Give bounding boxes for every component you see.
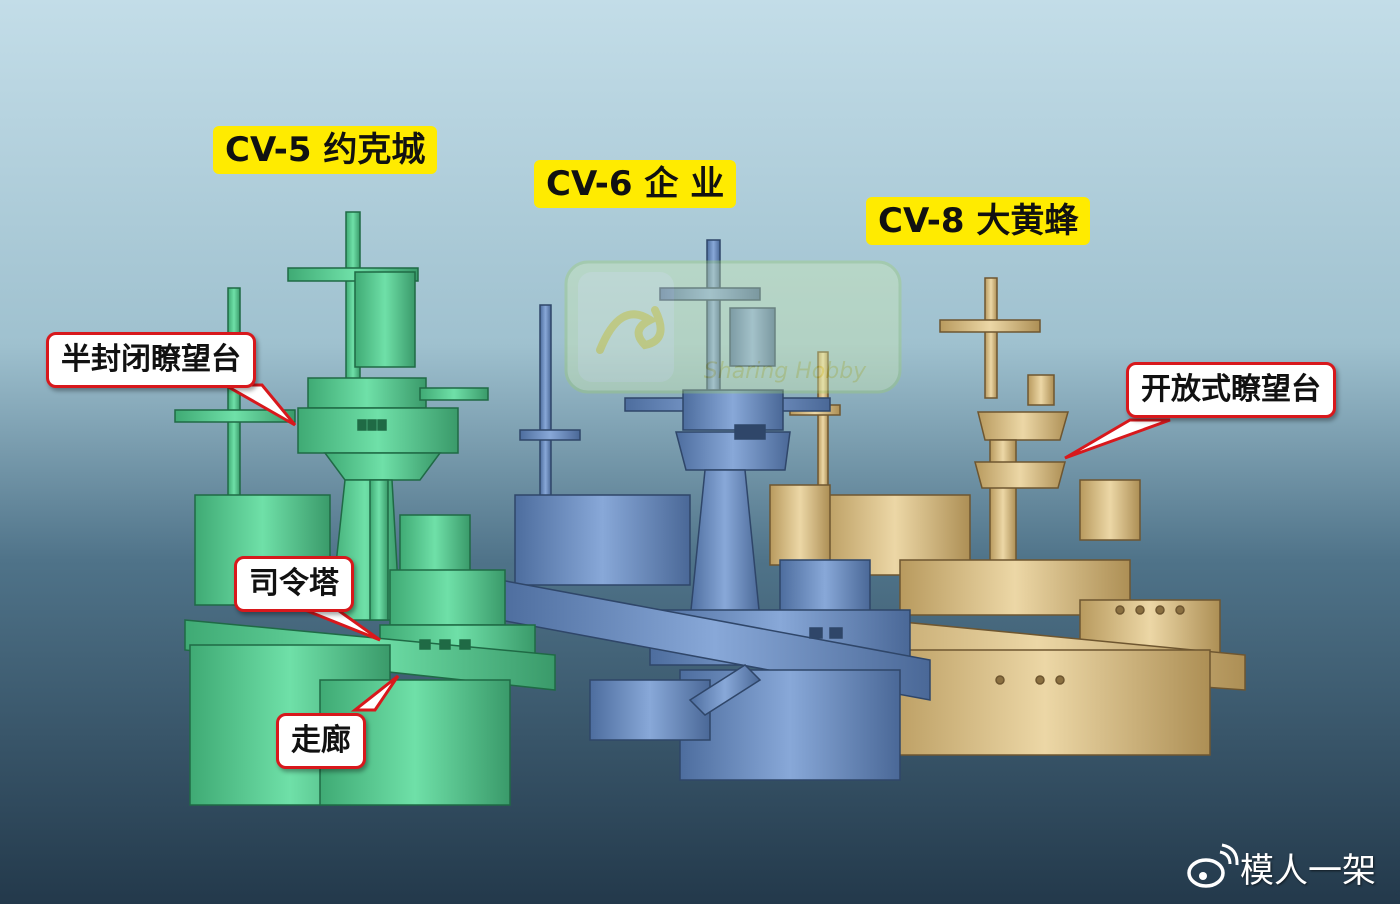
sharing-hobby-logo: Sharing Hobby bbox=[564, 260, 902, 394]
callout-tail-open bbox=[1064, 418, 1171, 460]
label-cv6-enterprise: CV-6 企 业 bbox=[534, 160, 737, 208]
watermark-text: 模人一架 bbox=[1240, 851, 1376, 891]
callout-gallery: 走廊 bbox=[276, 713, 366, 769]
label-cv5-yorktown: CV-5 约克城 bbox=[213, 126, 438, 174]
cv6-enterprise-island bbox=[499, 239, 931, 781]
logo-text: Sharing Hobby bbox=[704, 359, 867, 384]
weibo-icon bbox=[1187, 843, 1239, 888]
callout-tail-gallery bbox=[350, 674, 400, 712]
callout-open-lookout: 开放式瞭望台 bbox=[1126, 362, 1336, 418]
cv8-hornet-island bbox=[769, 277, 1246, 756]
callout-conning-tower: 司令塔 bbox=[234, 556, 354, 612]
swirl-logo-icon bbox=[578, 272, 674, 382]
cv5-yorktown-island bbox=[174, 211, 556, 806]
label-cv8-hornet: CV-8 大黄蜂 bbox=[866, 197, 1091, 245]
callout-semi-enclosed-lookout: 半封闭瞭望台 bbox=[46, 332, 256, 388]
